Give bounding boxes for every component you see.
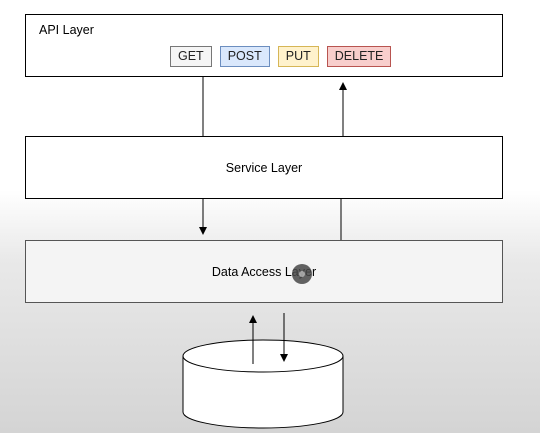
put-method-badge: PUT — [277, 46, 319, 67]
get-method-badge: GET — [170, 46, 212, 67]
data-access-layer-box: Data Access Layer — [25, 240, 503, 303]
post-method-badge: POST — [219, 46, 270, 67]
service-layer-label: Service Layer — [225, 160, 303, 175]
delete-method-badge: DELETE — [326, 46, 392, 67]
http-methods: GET POST PUT DELETE — [170, 46, 392, 67]
database-cylinder-icon — [182, 339, 344, 429]
api-layer-box: API Layer GET POST PUT DELETE — [25, 14, 503, 77]
data-access-layer-label: Data Access Layer — [211, 264, 317, 279]
api-layer-title: API Layer — [39, 23, 94, 37]
cursor-pointer-icon — [292, 264, 312, 284]
service-layer-box: Service Layer — [25, 136, 503, 199]
